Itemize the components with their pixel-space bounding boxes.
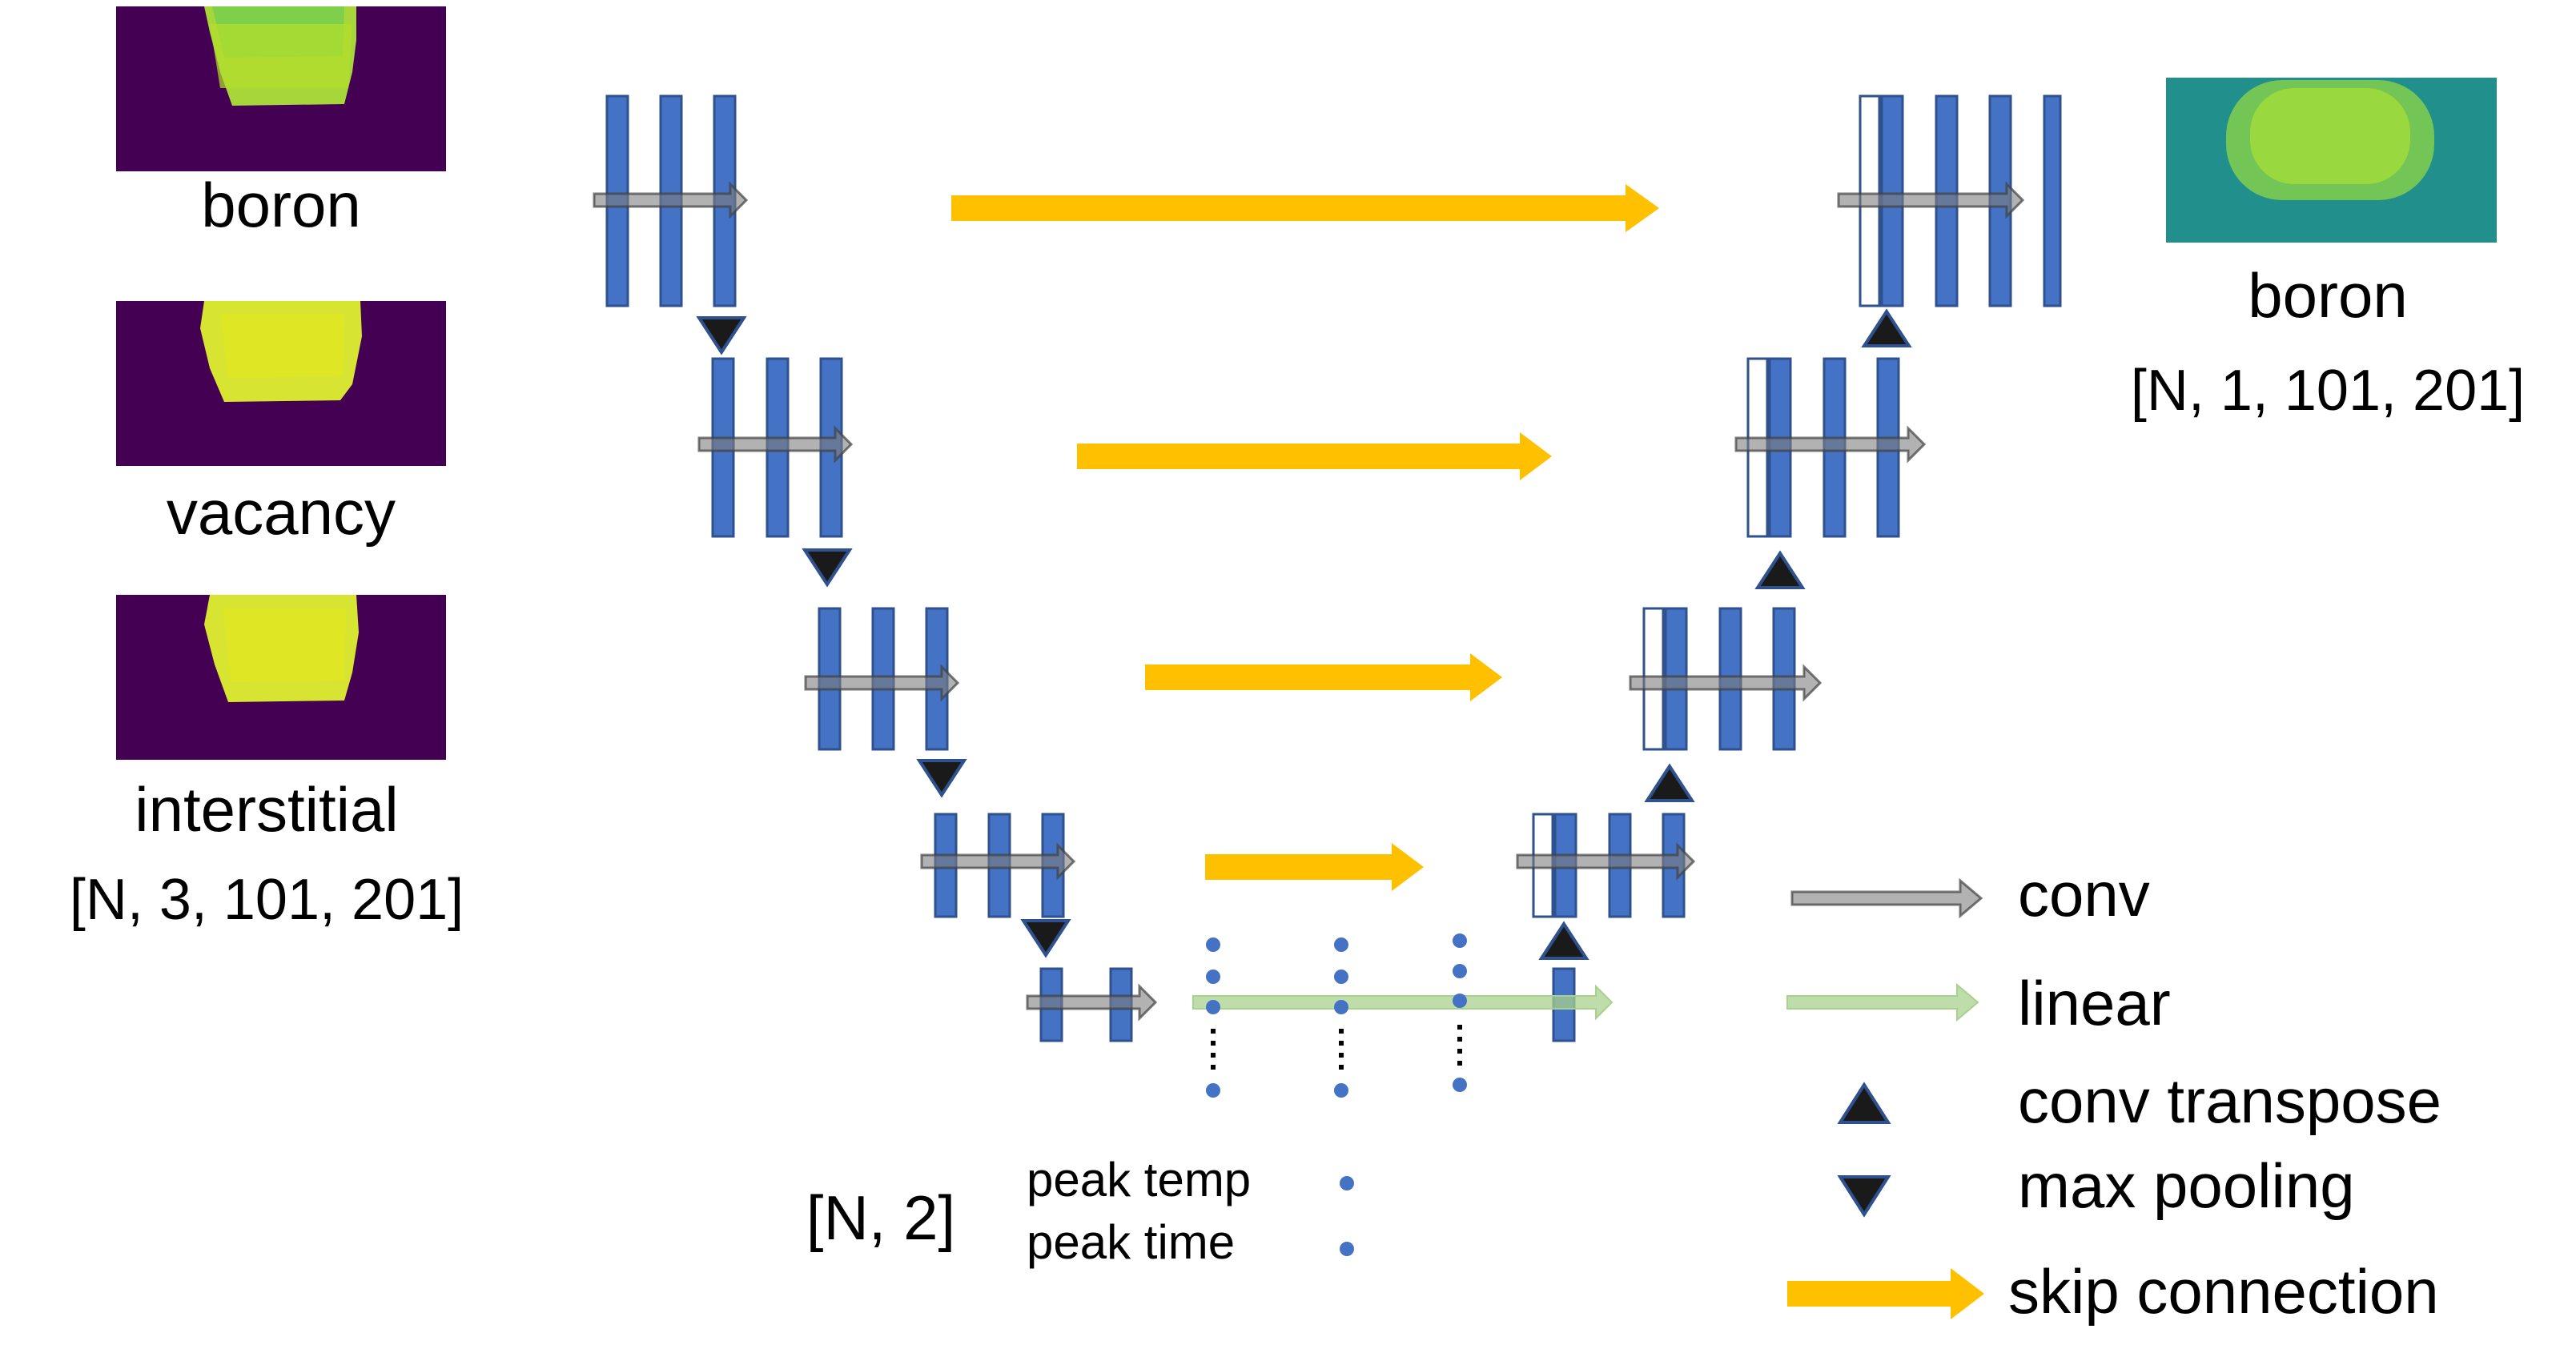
skip-arrow-level-3 [1145, 653, 1502, 701]
legend-skip-connection: skip connection [1787, 1256, 2439, 1327]
conv-arrow [593, 181, 749, 219]
conv-transpose-icon [1754, 550, 1806, 589]
legend-max-pooling: max pooling [1837, 1150, 2355, 1221]
legend-conv-transpose: conv transpose [1837, 1066, 2441, 1136]
feature-node [1340, 1176, 1354, 1190]
input-image-boron [116, 6, 446, 171]
skip-connections [951, 184, 1659, 891]
input-label-boron: boron [201, 170, 361, 240]
max-pooling-icon [916, 759, 967, 798]
encoder [605, 94, 1133, 1042]
input-label-vacancy: vacancy [167, 477, 396, 548]
conv-arrow [697, 425, 854, 464]
conv-arrow [804, 664, 960, 702]
conv-arrow [1837, 181, 2025, 219]
skip-arrow-level-2 [1077, 432, 1552, 480]
scalar-input-shape: [N, 2] [806, 1182, 955, 1253]
max-pooling-icon [1020, 919, 1071, 958]
linear-layer-nodes [1206, 933, 1467, 1098]
linear-arrow [1192, 984, 1614, 1021]
legend-label-conv-transpose: conv transpose [2018, 1066, 2441, 1136]
legend-label-linear: linear [2018, 968, 2171, 1038]
input-shape: [N, 3, 101, 201] [70, 868, 464, 932]
output-image [2166, 78, 2497, 243]
conv-arrow [1026, 983, 1158, 1022]
max-pooling-markers [696, 316, 1071, 958]
legend-label-max-pooling: max pooling [2018, 1150, 2355, 1221]
max-pooling-icon [696, 316, 747, 355]
feature-label-peak-time: peak time [1027, 1215, 1235, 1269]
conv-transpose-icon [1837, 1082, 1891, 1124]
input-images: boron vacancy interstitial [N, 3, 101, 2… [70, 6, 464, 932]
conv-transpose-icon [1861, 308, 1912, 347]
max-pooling-icon [802, 548, 853, 588]
conv-arrows [593, 181, 2025, 1022]
input-image-vacancy [116, 301, 446, 466]
legend-linear: linear [1786, 968, 2171, 1038]
legend: conv linear conv transpose max pooling s… [1786, 859, 2441, 1327]
conv-transpose-markers [1538, 308, 1912, 960]
feature-label-peak-temp: peak temp [1027, 1153, 1251, 1206]
conv-arrow [1734, 425, 1927, 464]
conv-arrow [920, 842, 1076, 881]
output-label: boron [2248, 260, 2408, 331]
skip-arrow-icon [1787, 1281, 1957, 1307]
input-image-interstitial [116, 595, 446, 760]
output-shape: [N, 1, 101, 201] [2131, 359, 2525, 423]
input-label-interstitial: interstitial [135, 774, 398, 845]
feature-node [1340, 1242, 1354, 1256]
legend-label-skip-connection: skip connection [2008, 1256, 2439, 1327]
conv-arrow [1516, 842, 1696, 881]
linear-arrow-icon [1786, 982, 1979, 1022]
legend-label-conv: conv [2018, 859, 2150, 929]
node-column-1 [1206, 937, 1220, 1098]
max-pooling-icon [1837, 1175, 1891, 1218]
scalar-input: [N, 2] peak temp peak time [806, 1153, 1354, 1269]
conv-transpose-icon [1538, 921, 1589, 960]
conv-arrow-icon [1790, 877, 1983, 919]
skip-arrow-level-1 [951, 184, 1659, 232]
skip-arrow-level-4 [1205, 843, 1424, 891]
conv-arrow [1629, 664, 1822, 702]
node-column-3 [1453, 933, 1467, 1092]
legend-conv: conv [1790, 859, 2150, 929]
node-column-2 [1334, 937, 1348, 1098]
conv-transpose-icon [1644, 763, 1695, 802]
